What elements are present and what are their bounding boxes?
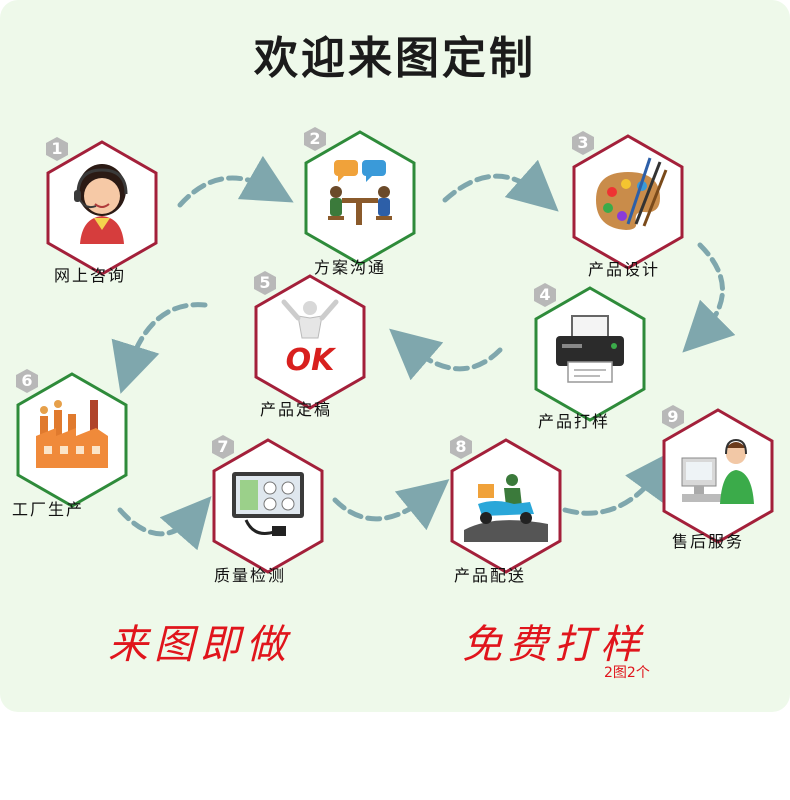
step-label: 产品设计 [588,260,661,279]
step-number: 6 [21,371,33,390]
step-label: 售后服务 [672,532,745,551]
step-product-finalize: 5 OK 产品定稿 [250,271,370,419]
step-number: 2 [309,129,321,148]
step-badge [254,271,276,295]
arrow-2-3 [442,159,559,212]
step-quality-inspection: 7 质量检测 [208,435,328,585]
step-badge [534,283,556,307]
arrow-6-7 [117,496,212,551]
promo-order-on-image: 来图即做 [108,622,292,668]
step-number: 7 [217,437,229,456]
step-product-delivery: 8 产品配送 [446,435,566,585]
promo-note: 2图2个 [604,665,650,681]
step-number: 9 [667,407,679,426]
step-number: 5 [259,273,271,292]
arrow-1-2 [177,155,294,208]
step-badge [46,137,68,161]
step-badge [662,405,684,429]
delivery-scooter-icon [464,474,548,542]
step-badge [572,131,594,155]
promo-free-sample: 免费打样 [462,622,646,668]
step-label: 工厂生产 [12,500,85,519]
arrow-3-4 [682,242,736,353]
hexagon-frame [662,408,774,544]
hexagon-frame [254,274,366,410]
step-plan-discussion: 2 方案沟通 [300,127,420,277]
factory-icon [36,400,108,468]
customer-service-icon [74,164,128,244]
step-badge [212,435,234,459]
printer-icon [556,315,624,383]
step-label: 网上咨询 [54,266,127,285]
meeting-icon [328,160,392,225]
step-number: 8 [455,437,467,456]
svg-text:OK: OK [286,343,338,378]
ok-celebration-icon: OK [281,299,339,378]
page-title: 欢迎来图定制 [254,33,536,84]
step-number: 3 [577,133,589,152]
step-label: 产品打样 [538,412,611,431]
step-label: 产品定稿 [260,400,333,419]
step-label: 产品配送 [454,566,527,585]
step-label: 方案沟通 [314,258,387,277]
arrow-4-5 [389,328,503,381]
step-badge [16,369,38,393]
step-product-design: 3 产品设计 [568,131,688,279]
tester-device-icon [232,472,304,536]
arrow-5-6 [111,302,208,394]
step-number: 4 [539,285,551,304]
support-agent-icon [681,438,754,504]
step-factory-production: 6 工厂生产 [12,369,132,519]
step-online-consult: 1 网上咨询 [42,137,162,285]
step-after-sales: 9 售后服务 [658,405,778,551]
arrow-8-9 [562,449,675,516]
step-badge [450,435,472,459]
palette-icon [596,157,668,230]
step-product-sampling: 4 产品打样 [530,283,650,431]
step-badge [304,127,326,151]
step-number: 1 [51,139,63,158]
step-label: 质量检测 [214,566,287,585]
arrow-7-8 [332,479,450,531]
